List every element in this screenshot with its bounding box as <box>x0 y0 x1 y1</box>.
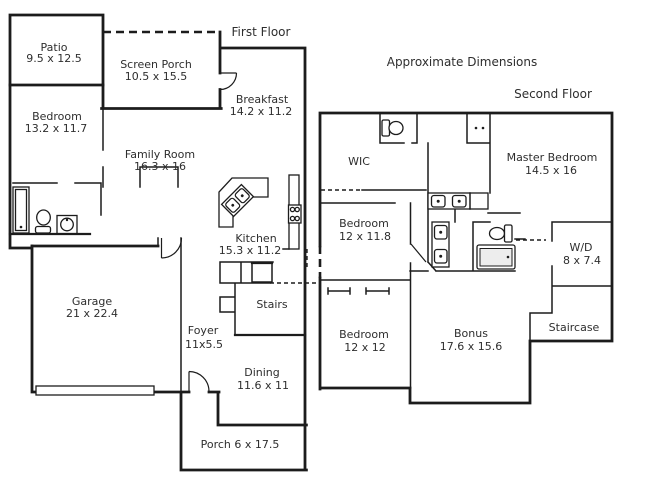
room-dims-kitchen: 15.3 x 11.2 <box>219 244 282 257</box>
vertical-vanity-icon <box>431 221 450 268</box>
approx-dimensions-title: Approximate Dimensions <box>387 55 538 69</box>
room-label-stairs: Stairs <box>256 298 288 311</box>
room-dims-master-bedroom: 14.5 x 16 <box>525 164 577 177</box>
master-toilet-icon <box>488 224 513 243</box>
kitchen-right-counter <box>287 174 302 250</box>
front-door-arc <box>188 370 210 392</box>
room-label-dining: Dining <box>244 366 280 379</box>
room-label-family-room: Family Room <box>125 148 195 161</box>
room-label-bedroom1: Bedroom <box>32 110 82 123</box>
room-dims-dining: 11.6 x 11 <box>237 379 289 392</box>
room-label-screen-porch: Screen Porch <box>120 58 192 71</box>
room-label-bedroom-lower: Bedroom <box>339 328 389 341</box>
second-floor-interior-walls <box>319 112 613 389</box>
room-dims-patio: 9.5 x 12.5 <box>26 52 82 65</box>
room-dims-bedroom-lower: 12 x 12 <box>344 341 386 354</box>
room-dims-breakfast: 14.2 x 11.2 <box>230 105 293 118</box>
bathtub-icon <box>476 244 516 270</box>
room-label-patio: Patio <box>41 41 68 54</box>
room-dims-screen-porch: 10.5 x 15.5 <box>125 70 188 83</box>
second-floor-fixtures <box>381 119 516 270</box>
bathroom-sink-icon <box>56 214 78 235</box>
labels: First Floor Approximate Dimensions Secon… <box>25 25 601 451</box>
room-label-wic: WIC <box>348 155 370 168</box>
room-label-wd: W/D <box>569 241 592 254</box>
second-floor-title: Second Floor <box>514 87 592 101</box>
room-label-foyer: Foyer <box>188 324 219 337</box>
room-label-master-bedroom: Master Bedroom <box>507 151 598 164</box>
garage-door <box>35 385 155 396</box>
toilet-icon <box>34 209 52 234</box>
stove-icon <box>287 204 302 224</box>
first-floor-title: First Floor <box>232 25 291 39</box>
room-dims-foyer: 11x5.5 <box>185 338 223 351</box>
wic-toilet-icon <box>381 119 404 137</box>
garage-entry-door-arc <box>160 237 183 259</box>
first-floor-doors <box>160 72 238 392</box>
first-floor-fixtures <box>12 174 302 396</box>
room-label-bedroom-mid: Bedroom <box>339 217 389 230</box>
shower-icon <box>12 186 30 234</box>
stairs-closet <box>251 262 273 283</box>
bedroom-door-leaf <box>410 243 427 263</box>
double-vanity-icon <box>427 192 489 210</box>
room-label-garage: Garage <box>72 295 113 308</box>
room-dims-family-room: 16.3 x 16 <box>134 160 186 173</box>
master-closet-marks <box>474 126 485 130</box>
second-floor-outer-walls <box>318 111 614 405</box>
room-dims-bonus: 17.6 x 15.6 <box>440 340 503 353</box>
room-label-staircase: Staircase <box>549 321 600 334</box>
room-dims-wd: 8 x 7.4 <box>563 254 601 267</box>
first-floor-interior-walls <box>12 84 320 393</box>
room-dims-garage: 21 x 22.4 <box>66 307 118 320</box>
room-label-porch: Porch 6 x 17.5 <box>201 438 280 451</box>
room-dims-bedroom-mid: 12 x 11.8 <box>339 230 391 243</box>
screen-porch-door-arc <box>219 72 238 91</box>
room-dims-bedroom1: 13.2 x 11.7 <box>25 122 88 135</box>
room-label-kitchen: Kitchen <box>235 232 276 245</box>
kitchen-corner-counter <box>218 177 269 228</box>
room-label-breakfast: Breakfast <box>236 93 289 106</box>
kitchen-sink-icon <box>220 183 255 218</box>
room-label-bonus: Bonus <box>454 327 488 340</box>
